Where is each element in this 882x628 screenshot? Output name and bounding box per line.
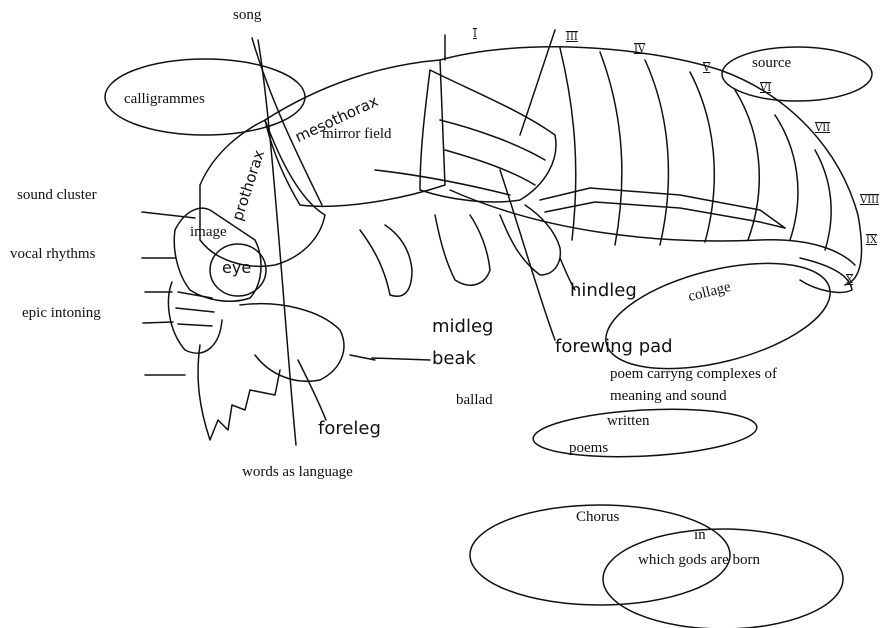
vocal-rhythms-label: vocal rhythms: [10, 247, 95, 262]
segment-line: [560, 48, 576, 240]
poems-label: poems: [569, 441, 608, 456]
chorus-label: Chorus: [576, 510, 619, 525]
segment-numeral: VII: [815, 124, 830, 134]
leader-line: [520, 30, 555, 135]
foreleg-label: foreleg: [318, 420, 381, 438]
face-plate-line: [176, 308, 214, 312]
wing-vein: [445, 150, 535, 185]
meaning-sound-label: meaning and sound: [610, 389, 727, 404]
segment-line: [735, 90, 759, 240]
which-gods-label: which gods are born: [638, 553, 760, 568]
segment-numeral: III: [566, 33, 578, 43]
midleg: [360, 225, 412, 296]
segment-line: [775, 115, 798, 240]
wing-vein: [375, 170, 510, 195]
calligrammes-label: calligrammes: [124, 92, 205, 107]
foreleg-claw: [198, 345, 280, 440]
in-label: in: [694, 528, 706, 543]
abdomen-outline: [440, 47, 862, 285]
segment-numeral: I: [473, 30, 477, 40]
face-plate-line: [178, 324, 212, 326]
foreleg-femur: [240, 304, 344, 382]
segment-line: [645, 60, 668, 245]
leader-line: [298, 360, 326, 420]
song-label: song: [233, 8, 261, 23]
beak-line: [350, 355, 375, 360]
words-as-language-label: words as language: [242, 465, 353, 480]
segment-numeral: VI: [760, 84, 771, 94]
poem-complexes-label: poem carryng complexes of: [610, 367, 777, 382]
segment-numeral: IV: [634, 45, 645, 55]
midleg-label: midleg: [432, 318, 493, 336]
segment-line: [815, 150, 831, 250]
ballad-label: ballad: [456, 393, 493, 408]
segment-line: [690, 72, 714, 242]
hindleg-extension: [540, 188, 785, 228]
sound-cluster-label: sound cluster: [17, 188, 97, 203]
epic-intoning-label: epic intoning: [22, 306, 101, 321]
source-label: source: [752, 56, 791, 71]
gods-ellipse: [603, 529, 843, 628]
segment-numeral: VIII: [860, 196, 879, 206]
forewing-pad-label: forewing pad: [555, 338, 673, 356]
leader-line: [143, 322, 173, 323]
image-label: image: [190, 225, 227, 240]
source-ellipse: [722, 47, 872, 101]
midleg-segment: [435, 215, 490, 285]
written-label: written: [607, 414, 650, 429]
mirror-field-label: mirror field: [322, 127, 392, 142]
segment-numeral: V: [703, 64, 710, 74]
wing-vein: [440, 120, 545, 160]
segment-numeral: IX: [866, 236, 877, 246]
beak-label: beak: [432, 350, 476, 368]
leader-line: [372, 358, 430, 360]
hindleg-label: hindleg: [570, 282, 637, 300]
segment-numeral: X: [846, 276, 853, 286]
abdomen-tip: [800, 258, 852, 292]
eye-label: eye: [222, 260, 251, 276]
segment-line: [600, 52, 622, 245]
